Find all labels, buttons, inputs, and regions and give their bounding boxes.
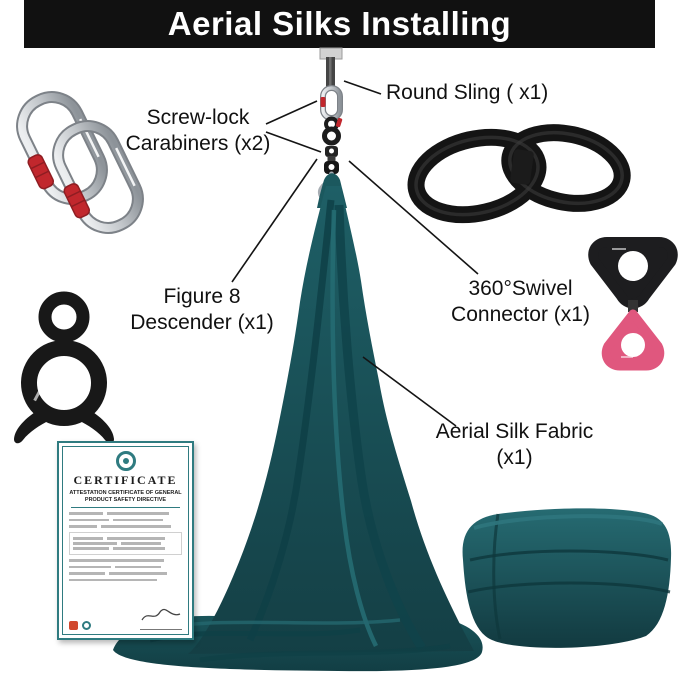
leader-line-carabiner-top [265, 100, 318, 125]
leader-line-fabric [362, 356, 457, 427]
leader-line-round-sling [343, 80, 382, 95]
leader-line-figure8 [231, 158, 318, 283]
certificate-image: CERTIFICATE ATTESTATION CERTIFICATE OF G… [57, 441, 194, 640]
swivel-connector-image [588, 237, 678, 371]
figure8-descender-image [14, 291, 114, 444]
aerial-silk-image [113, 173, 483, 672]
certificate-frame: CERTIFICATE ATTESTATION CERTIFICATE OF G… [62, 446, 189, 635]
round-sling-label: Round Sling ( x1) [386, 81, 549, 104]
certificate-divider [71, 507, 180, 508]
certificate-logo-icon [69, 621, 78, 630]
folded-fabric-image [462, 508, 672, 648]
page-title: Aerial Silks Installing [167, 5, 512, 42]
certificate-signature [140, 606, 182, 630]
carabiners-label: Screw-lock Carabiners (x2) [125, 106, 271, 155]
certificate-emblem-icon [115, 451, 136, 471]
leader-line-swivel [348, 160, 479, 275]
certificate-seal-icon [82, 621, 91, 630]
swivel-label: 360°Swivel Connector (x1) [451, 277, 590, 326]
figure8-label: Figure 8 Descender (x1) [130, 285, 274, 334]
certificate-subtitle: ATTESTATION CERTIFICATE OF GENERAL PRODU… [69, 490, 182, 503]
round-sling-image [407, 124, 631, 224]
annotation-lines [231, 80, 479, 427]
fabric-label: Aerial Silk Fabric (x1) [435, 420, 594, 469]
leader-line-carabiner-bottom [265, 131, 322, 153]
certificate-body-lines [69, 512, 182, 581]
certificate-footer [69, 606, 182, 630]
title-banner: Aerial Silks Installing [24, 0, 655, 48]
certificate-logos [69, 621, 91, 630]
certificate-title: CERTIFICATE [73, 473, 178, 487]
